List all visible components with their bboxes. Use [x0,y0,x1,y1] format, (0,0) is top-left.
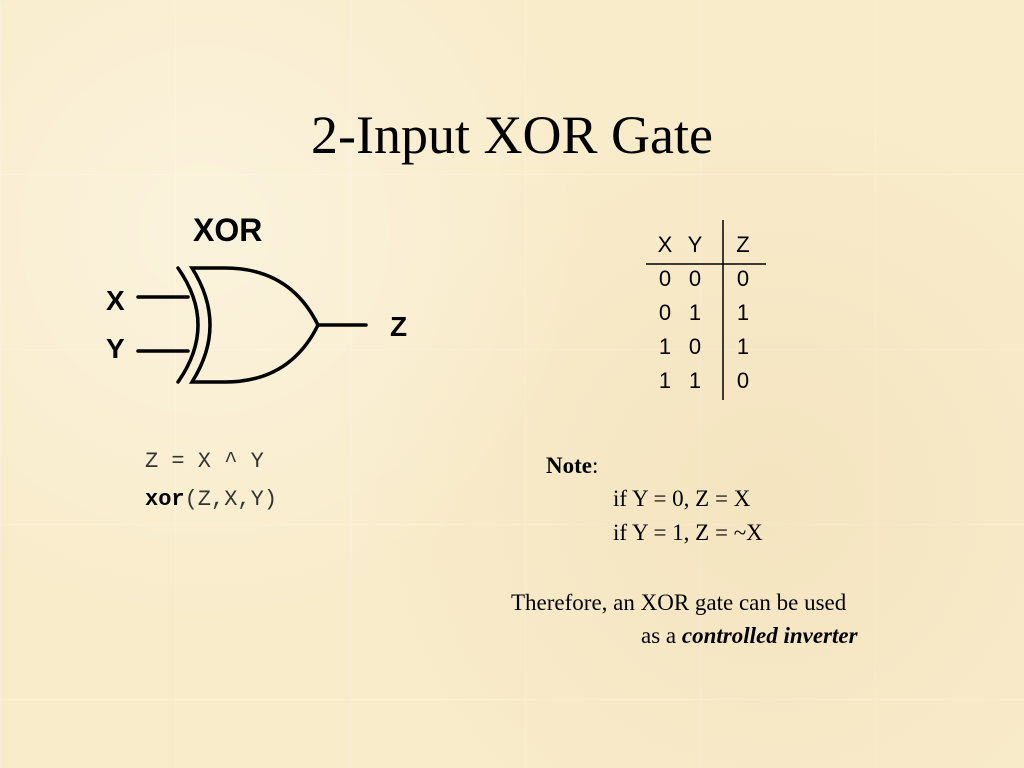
note-case-y1: if Y = 1, Z = ~X [613,520,763,545]
truth-table-cell: 1 [658,368,672,393]
controlled-inverter-emphasis: controlled inverter [681,623,858,648]
xor-primitive-call: xor(Z,X,Y) [145,484,277,516]
xor-extra-input-arc [176,266,200,384]
truth-table-cell: 0 [688,266,702,291]
truth-table-cell: 1 [658,334,672,359]
truth-table-header-z: Z [736,232,750,257]
input-x-label: X [106,285,125,316]
truth-table-lines [646,220,766,400]
truth-table-cell: 0 [658,300,672,325]
note-colon: : [591,453,599,478]
gate-name-label: XOR [193,212,263,248]
truth-table-cell: 0 [736,266,750,291]
gate-body [188,266,320,384]
truth-table-cell: 0 [688,334,702,359]
xor-expression: Z = X ^ Y [145,449,264,474]
xor-keyword: xor [145,487,185,512]
output-z-label: Z [390,311,408,342]
conclusion-line-1: Therefore, an XOR gate can be used [511,590,847,615]
slide-title: 2-Input XOR Gate [311,105,713,165]
truth-table-cell: 0 [736,368,750,393]
note-case-y0: if Y = 0, Z = X [613,486,751,511]
note-label: Note [546,453,592,478]
truth-table-cell: 1 [688,300,702,325]
truth-table-cell: 1 [736,300,750,325]
conclusion-line-2: as a controlled inverter [641,621,858,651]
xor-gate-symbol [136,266,368,384]
truth-table-cell: 0 [658,266,672,291]
truth-table-cell: 1 [736,334,750,359]
note-heading: Note: [546,451,598,481]
input-y-label: Y [106,333,125,364]
truth-table-header-x: X [657,232,673,257]
truth-table-header-y: Y [687,232,703,257]
xor-call-args: (Z,X,Y) [184,487,278,512]
truth-table-cell: 1 [688,368,702,393]
conclusion-prefix: as a [641,623,682,648]
